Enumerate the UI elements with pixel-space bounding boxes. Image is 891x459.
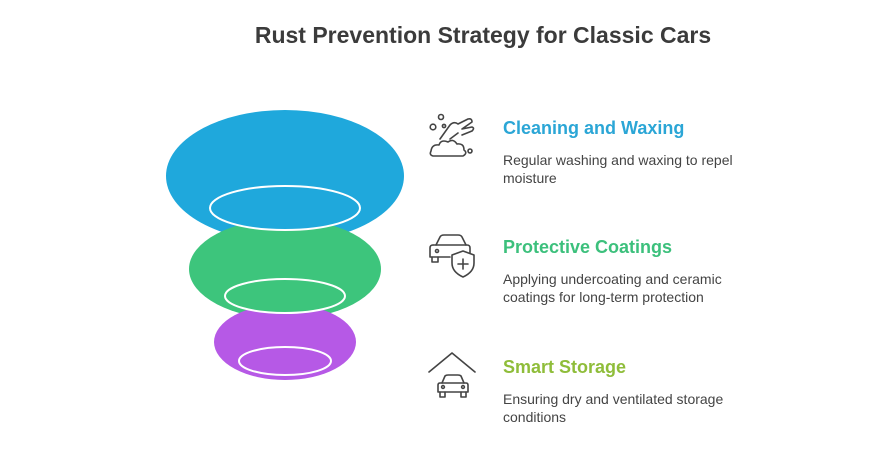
step-description: Regular washing and waxing to repel mois… [503, 152, 733, 186]
step-cleaning-waxing: Cleaning and Waxing Regular washing and … [428, 113, 868, 213]
step-heading: Smart Storage [503, 357, 627, 377]
funnel-layer-coatings-rim [224, 278, 346, 314]
car-shield-icon [429, 234, 475, 278]
step-heading: Cleaning and Waxing [503, 118, 685, 138]
garage-car-icon [428, 352, 476, 398]
funnel-layer-cleaning-rim [209, 185, 361, 231]
washing-hand-icon [429, 113, 475, 157]
funnel-layer-storage-rim [238, 346, 332, 376]
step-description: Ensuring dry and ventilated storage cond… [503, 391, 724, 425]
page-title: Rust Prevention Strategy for Classic Car… [254, 22, 712, 48]
step-heading: Protective Coatings [503, 237, 673, 257]
step-protective-coatings: Protective Coatings Applying undercoatin… [428, 232, 868, 332]
step-description: Applying undercoating and ceramic coatin… [503, 271, 722, 305]
step-smart-storage: Smart Storage Ensuring dry and ventilate… [428, 352, 868, 452]
